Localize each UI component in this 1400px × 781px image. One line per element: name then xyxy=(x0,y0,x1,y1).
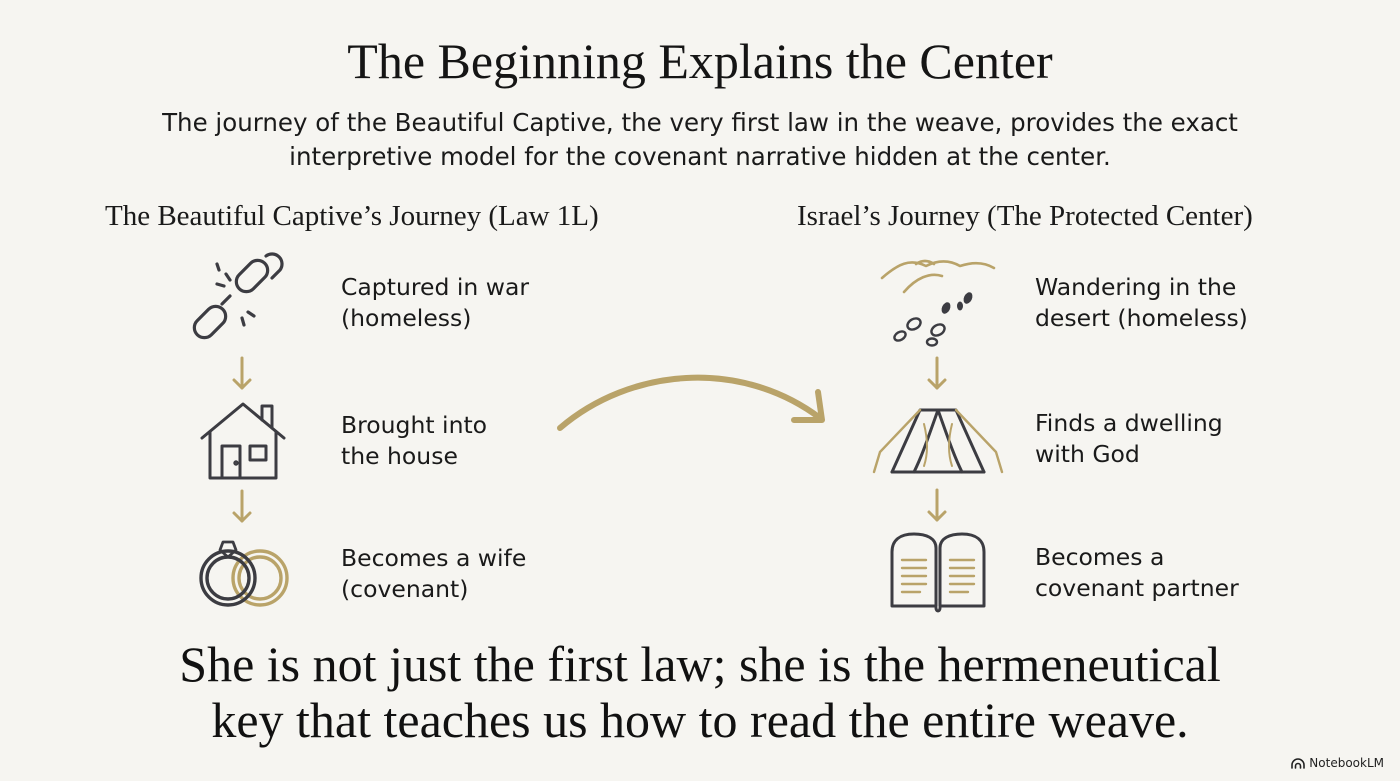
right-step-1-label: Wandering in the desert (homeless) xyxy=(1035,273,1248,332)
conclusion-line-1: She is not just the first law; she is th… xyxy=(179,636,1221,692)
right-step-3-label: Becomes a covenant partner xyxy=(1035,543,1239,602)
subtitle-line-1: The journey of the Beautiful Captive, th… xyxy=(162,108,1238,137)
left-step-1-label: Captured in war (homeless) xyxy=(341,273,529,332)
slide-subtitle: The journey of the Beautiful Captive, th… xyxy=(150,106,1250,174)
down-arrow-icon xyxy=(232,356,252,390)
notebooklm-watermark: NotebookLM xyxy=(1291,755,1384,771)
desert-footprints-icon xyxy=(880,259,996,347)
left-step-3-label: Becomes a wife (covenant) xyxy=(341,544,527,603)
wedding-rings-icon xyxy=(199,540,289,607)
down-arrow-icon xyxy=(927,488,947,522)
conclusion-text: She is not just the first law; she is th… xyxy=(0,636,1400,748)
house-icon xyxy=(200,402,286,480)
down-arrow-icon xyxy=(927,356,947,390)
notebooklm-logo-icon xyxy=(1291,757,1306,769)
right-column-heading: Israel’s Journey (The Protected Center) xyxy=(797,200,1253,232)
broken-chain-icon xyxy=(192,252,284,340)
connecting-arrow-icon xyxy=(557,374,825,431)
tent-icon xyxy=(872,408,1004,474)
conclusion-line-2: key that teaches us how to read the enti… xyxy=(211,692,1189,748)
slide-title: The Beginning Explains the Center xyxy=(347,33,1053,89)
right-step-2-label: Finds a dwelling with God xyxy=(1035,409,1223,468)
tablets-icon xyxy=(890,532,986,613)
left-step-2-label: Brought into the house xyxy=(341,411,488,470)
subtitle-line-2: interpretive model for the covenant narr… xyxy=(289,142,1111,171)
left-column-heading: The Beautiful Captive’s Journey (Law 1L) xyxy=(105,200,599,232)
brand-label: NotebookLM xyxy=(1309,756,1384,770)
down-arrow-icon xyxy=(232,489,252,523)
